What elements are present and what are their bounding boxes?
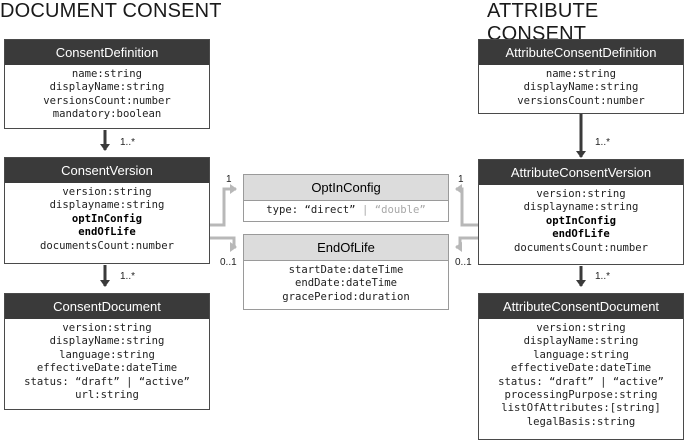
field: effectiveDate:dateTime [510,362,652,375]
field: gracePeriod:duration [282,290,410,303]
consent-version-box: ConsentVersion version:string displaynam… [4,157,210,264]
field: displayName:string [523,335,639,348]
mult-optin-left: 1 [226,174,232,185]
mult-eol-right: 0..1 [455,257,472,268]
field: version:string [536,322,626,334]
field-endoflife: endOfLife [78,226,136,239]
field: startDate:dateTime [288,264,404,276]
field: processingPurpose:string [504,388,658,401]
consent-definition-header: ConsentDefinition [5,40,209,65]
field: name:string [71,68,143,80]
optinconfig-box: OptInConfig type: “direct” | “double” [243,174,449,222]
attribute-consent-version-box: AttributeConsentVersion version:string d… [478,159,684,265]
field-optinconfig: optInConfig [545,214,617,227]
field: version:string [62,322,152,334]
consent-document-box: ConsentDocument version:string displayNa… [4,293,210,410]
field: status: “draft” | “active” [498,375,664,388]
optinconfig-header: OptInConfig [244,175,448,201]
field: documentsCount:number [514,241,648,254]
field: legalBasis:string [526,415,636,428]
attribute-consent-document-header: AttributeConsentDocument [479,294,683,319]
field-endoflife: endOfLife [552,228,610,241]
mult-def-version-right: 1..* [595,137,611,148]
attribute-consent-document-box: AttributeConsentDocument version:string … [478,293,684,440]
field: displayname:string [49,199,165,212]
field: versionsCount:number [517,94,645,107]
attribute-consent-version-header: AttributeConsentVersion [479,160,683,185]
mult-version-doc-left: 1..* [120,271,136,282]
endoflife-box: EndOfLife startDate:dateTime endDate:dat… [243,234,449,310]
field: mandatory:boolean [52,108,162,121]
mult-optin-right: 1 [458,174,464,185]
field: url:string [75,388,139,401]
field: status: “draft” | “active” [24,375,190,388]
field: effectiveDate:dateTime [36,362,178,375]
mult-def-version-left: 1..* [120,137,136,148]
optin-type-value: type: “direct” [266,204,356,216]
attribute-consent-definition-header: AttributeConsentDefinition [479,40,683,65]
field: language:string [533,348,629,361]
field: displayname:string [523,201,639,214]
field: displayName:string [49,335,165,348]
field: version:string [62,186,152,198]
field: version:string [536,188,626,200]
field: displayName:string [49,81,165,94]
field: displayName:string [523,81,639,94]
mult-version-doc-right: 1..* [595,271,611,282]
consent-definition-box: ConsentDefinition name:string displayNam… [4,39,210,129]
field: listOfAttributes:[string] [501,402,661,415]
consent-document-header: ConsentDocument [5,294,209,319]
endoflife-header: EndOfLife [244,235,448,261]
field: documentsCount:number [40,239,174,252]
document-consent-title: DOCUMENT CONSENT [0,0,222,22]
field: versionsCount:number [43,94,171,107]
mult-eol-left: 0..1 [220,257,237,268]
field: language:string [59,348,155,361]
attribute-consent-definition-box: AttributeConsentDefinition name:string d… [478,39,684,114]
consent-version-header: ConsentVersion [5,158,209,183]
optin-type-alt: | “double” [355,204,426,216]
field: type: “direct” | “double” [244,204,448,217]
field: endDate:dateTime [294,277,398,290]
field: name:string [545,68,617,80]
field-optinconfig: optInConfig [71,212,143,225]
